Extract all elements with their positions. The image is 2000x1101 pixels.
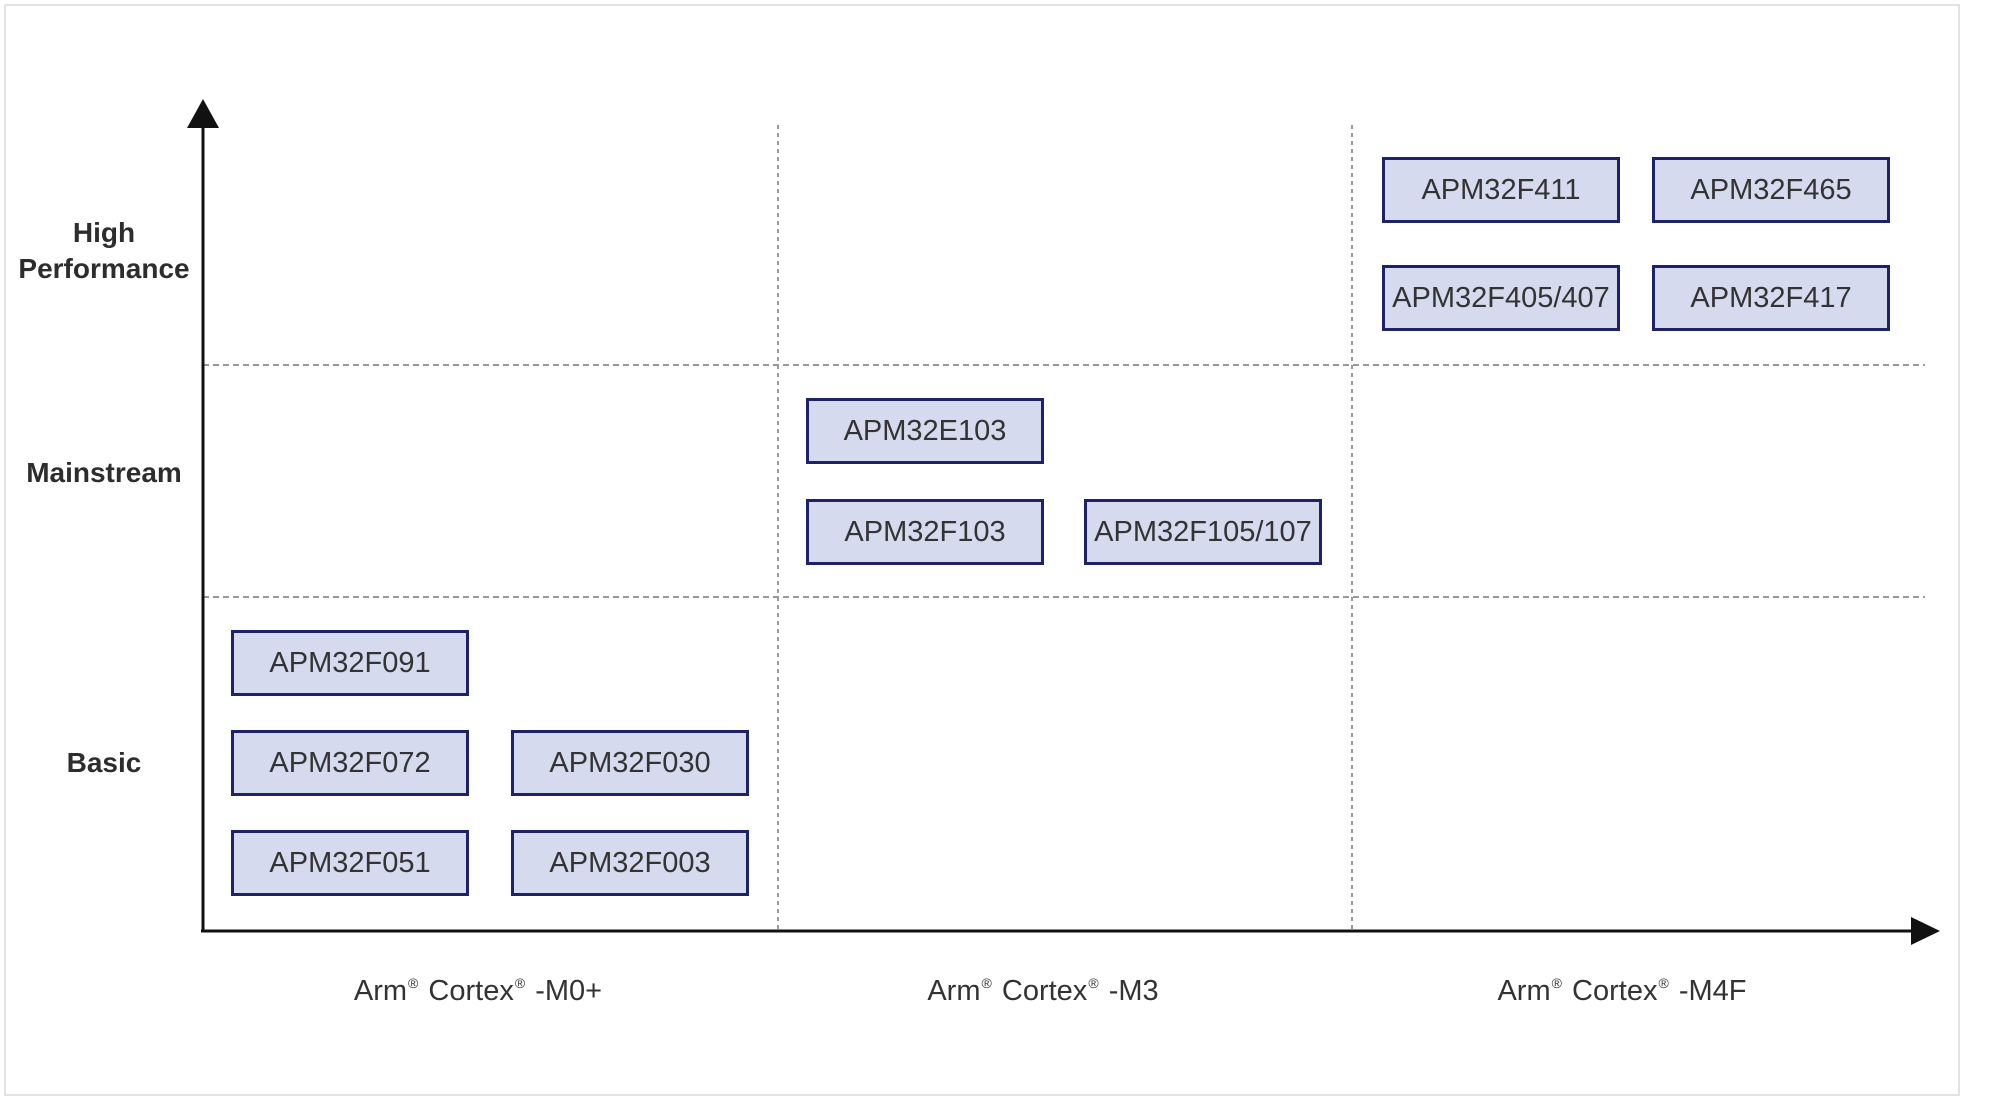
chip-apm32e103: APM32E103	[806, 398, 1044, 464]
y-label-basic: Basic	[66, 747, 142, 778]
chip-apm32f030: APM32F030	[511, 730, 749, 796]
x-axis-arrow	[1911, 917, 1940, 945]
x-label-cortex-m0plus: Arm® Cortex® -M0+	[268, 965, 688, 1009]
registered-mark: ®	[408, 975, 419, 991]
chip-apm32f003: APM32F003	[511, 830, 749, 896]
chip-apm32f105-107: APM32F105/107	[1084, 499, 1322, 565]
registered-mark: ®	[514, 975, 526, 991]
x-label-cortex-m4f: Arm® Cortex® -M4F	[1412, 965, 1832, 1009]
registered-mark: ®	[1551, 975, 1562, 991]
y-label-high-line2: Performance	[18, 253, 190, 284]
registered-mark: ®	[981, 975, 992, 991]
registered-mark: ®	[1658, 975, 1669, 991]
chip-apm32f405-407: APM32F405/407	[1382, 265, 1620, 331]
x-label-prefix: Arm	[927, 975, 981, 1007]
x-label-suffix: -M4F	[1678, 975, 1747, 1007]
x-label-mid: Cortex	[428, 975, 514, 1007]
y-label-high-line1: High	[72, 217, 136, 248]
x-label-mid: Cortex	[1001, 975, 1088, 1007]
chip-apm32f411: APM32F411	[1382, 157, 1620, 223]
x-label-prefix: Arm	[1497, 975, 1551, 1007]
x-label-prefix: Arm	[353, 975, 408, 1007]
diagram-frame	[4, 4, 1960, 1096]
chip-apm32f091: APM32F091	[231, 630, 469, 696]
chip-apm32f051: APM32F051	[231, 830, 469, 896]
x-label-mid: Cortex	[1572, 975, 1658, 1007]
y-axis-arrow	[187, 99, 219, 128]
y-label-mainstream: Mainstream	[26, 457, 182, 488]
x-label-suffix: -M0+	[535, 975, 603, 1007]
x-label-cortex-m3: Arm® Cortex® -M3	[833, 965, 1253, 1009]
chip-apm32f103: APM32F103	[806, 499, 1044, 565]
chip-apm32f417: APM32F417	[1652, 265, 1890, 331]
y-label-high-performance: High Performance	[4, 215, 204, 287]
chip-apm32f465: APM32F465	[1652, 157, 1890, 223]
registered-mark: ®	[1088, 975, 1099, 991]
chip-apm32f072: APM32F072	[231, 730, 469, 796]
x-label-suffix: -M3	[1108, 975, 1159, 1007]
